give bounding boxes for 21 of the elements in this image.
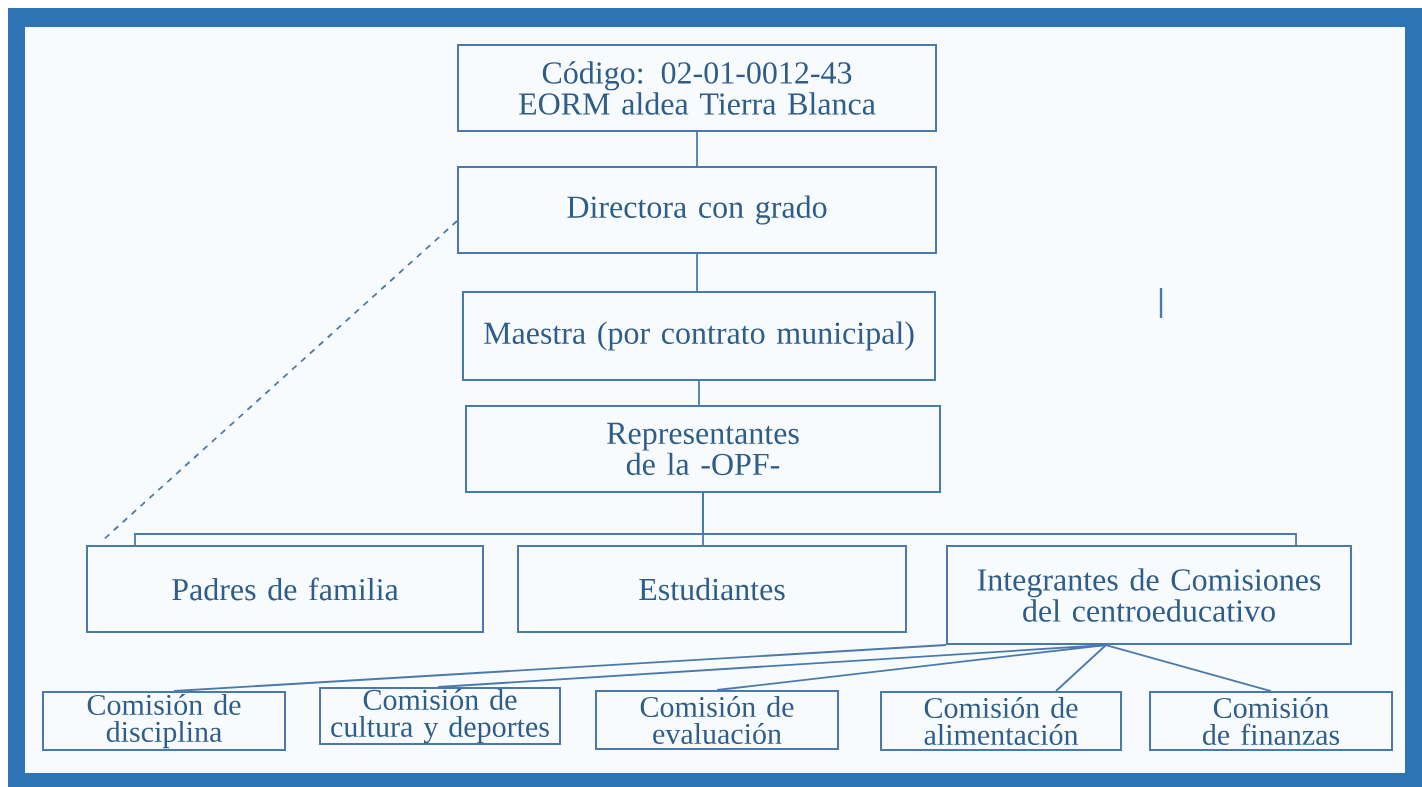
- org-box: Maestra (por contrato municipal): [462, 291, 936, 381]
- org-box: Estudiantes: [517, 545, 907, 633]
- org-box: Representantes de la -OPF-: [465, 405, 941, 493]
- connector-line: [702, 492, 1297, 546]
- org-box: Comisión de disciplina: [42, 691, 286, 751]
- org-box: Padres de familia: [86, 545, 484, 633]
- org-box: Directora con grado: [457, 166, 937, 254]
- org-box: Comisión de evaluación: [595, 690, 839, 750]
- connector-line: [696, 253, 698, 292]
- org-box: Comisión de cultura y deportes: [319, 687, 561, 745]
- connector-line: [173, 644, 947, 692]
- connector-line: [1055, 644, 1107, 692]
- connector-line: [716, 644, 1107, 691]
- org-box: Comisión de finanzas: [1149, 691, 1393, 751]
- connector-line: [1105, 644, 1272, 692]
- connector-line: [102, 220, 458, 541]
- connector-line: [698, 380, 700, 406]
- org-box: Código: 02-01-0012-43 EORM aldea Tierra Blanca: [457, 44, 937, 132]
- connector-line: [696, 131, 698, 167]
- org-box: Comisión de alimentación: [880, 691, 1122, 751]
- org-box: Integrantes de Comisiones del centroeducativo: [946, 545, 1352, 645]
